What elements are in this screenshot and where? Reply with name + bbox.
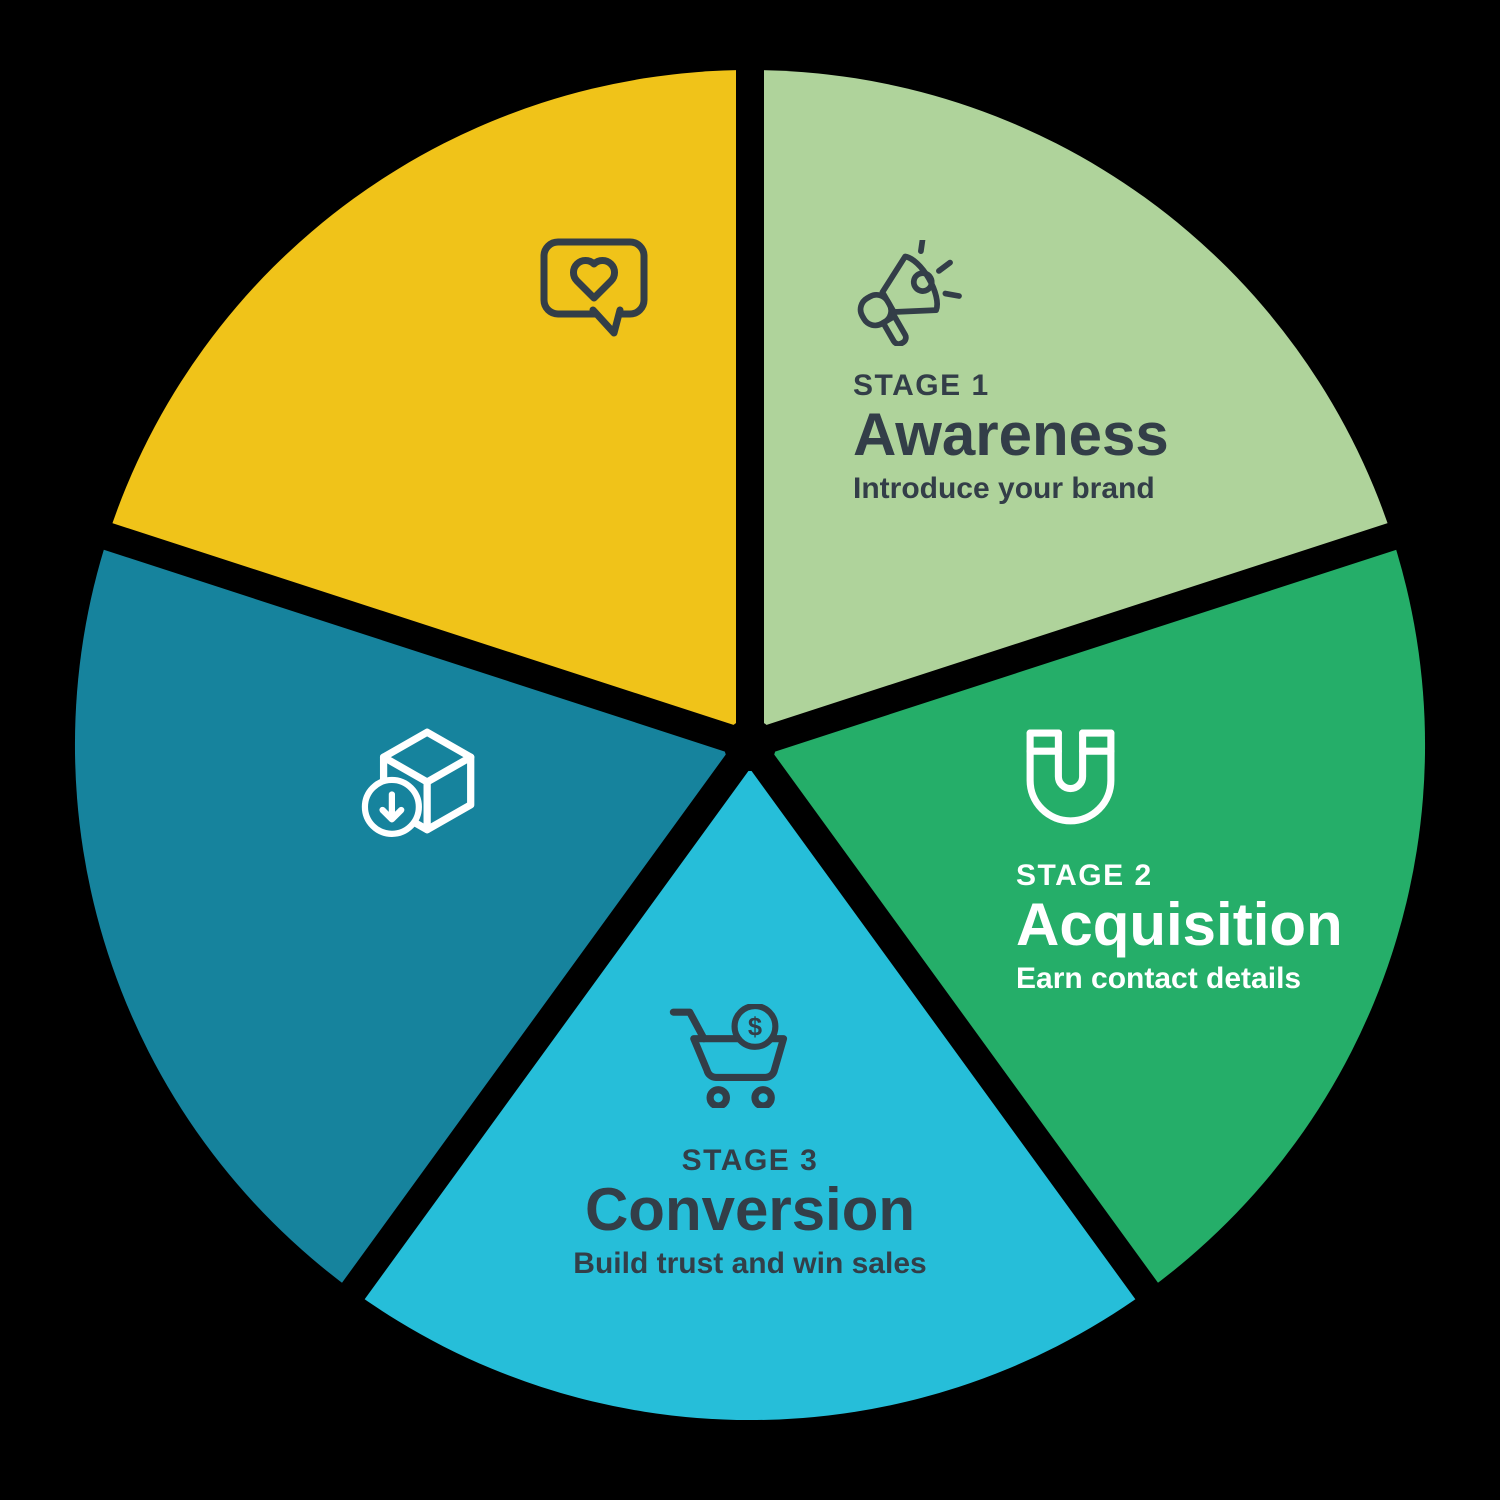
wedge-conversion <box>353 745 1147 1421</box>
heart-bubble-icon <box>540 238 650 342</box>
stage-subtitle: Build trust and win sales <box>573 1247 927 1280</box>
stage-title: Awareness <box>853 401 1169 468</box>
center-gap <box>724 719 776 771</box>
stage-label: STAGE 3 <box>681 1144 819 1177</box>
wedge-acquisition <box>750 536 1426 1292</box>
divider-lines <box>70 35 1430 1328</box>
stage-label: STAGE 1 <box>853 369 990 402</box>
stage-label: STAGE 2 <box>1016 859 1153 892</box>
stage-subtitle: Introduce your brand <box>853 472 1155 505</box>
stage-title: Acquisition <box>1016 891 1343 958</box>
megaphone-icon <box>848 240 963 346</box>
stage-subtitle: Earn contact details <box>1016 962 1302 995</box>
stage-title: Conversion <box>584 1176 916 1243</box>
wedge-fulfillment <box>74 536 750 1292</box>
cart-dollar-icon: $ <box>666 1004 796 1108</box>
dollar-symbol: $ <box>748 1013 762 1041</box>
package-down-icon <box>360 726 486 838</box>
magnet-icon <box>1014 728 1127 834</box>
